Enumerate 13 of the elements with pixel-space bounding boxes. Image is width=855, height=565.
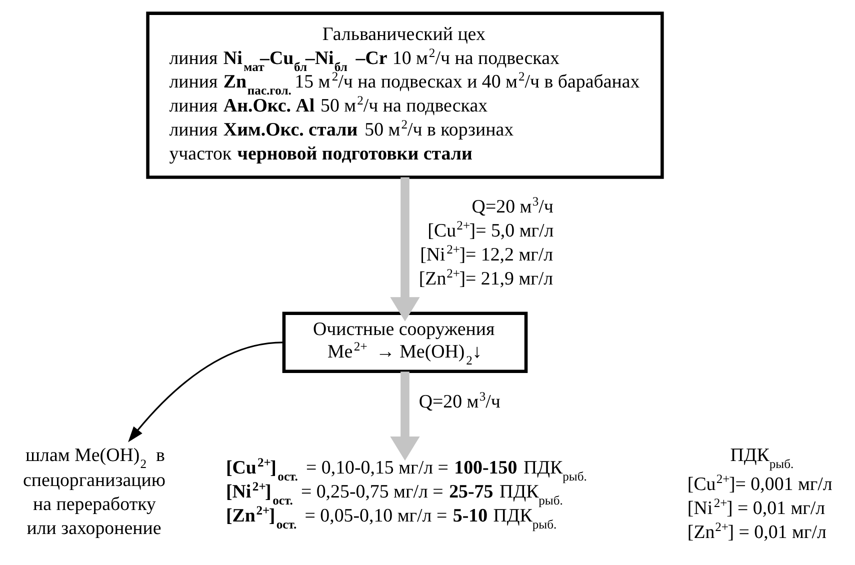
label: [Ni$^{2+}$] = 0,01 мг/л bbox=[686, 496, 825, 519]
arrow bbox=[390, 372, 420, 461]
node-box: Гальванический цех линия Ni$_{мат}$–Cu$_{бл}$–Ni$_{бл}$ –Cr 10 м$^{2}$/ч на подвесках линия Zn$_{пас.гол.}$ 15 м$^{2}$/ч на подвесках и 40 м$^{2}$/ч в барабанах линия Ан.Окс. Al 50 м$^{2}$/ч на подвесках линия Хим.Окс. стали 50 м$^{2}$/ч в корзинах участок черновой подготовки стали bbox=[146, 12, 664, 179]
node-text: шлам Me(OH)$_{2}$ в спецорганизацию на переработку или захоронение bbox=[22, 444, 166, 540]
label: ПДК$_{рыб.}$ bbox=[730, 444, 794, 471]
node-text: [Cu$^{2+}$]$_{ост.}$ = 0,10-0,15 мг/л = 100-150 ПДК$_{рыб.}$ [Ni$^{2+}$]$_{ост.}$ = 0,25-0,75 мг/л = 25-75 ПДК$_{рыб.}$ [Zn$^{2+}$]$_{ост.}$ = 0,05-0,10 мг/л = 5-10 ПДК$_{рыб.}$ bbox=[225, 456, 586, 532]
edge-label: Q=20 м$^{3}$/ч [Cu$^{2+}$]= 5,0 мг/л [Ni$^{2+}$]= 12,2 мг/л [Zn$^{2+}$]= 21,9 мг/л bbox=[418, 194, 554, 290]
edge-label: Q=20 м$^{3}$/ч bbox=[418, 389, 500, 412]
label: [Zn$^{2+}$] = 0,01 мг/л bbox=[686, 520, 826, 543]
arrow bbox=[390, 177, 420, 322]
arrow bbox=[128, 342, 282, 442]
node-box: Очистные сооружения Me$^{2+}$ → Me(OH)$_{2}$↓ bbox=[282, 312, 528, 374]
label: [Cu$^{2+}$]= 0,001 мг/л bbox=[686, 472, 832, 495]
